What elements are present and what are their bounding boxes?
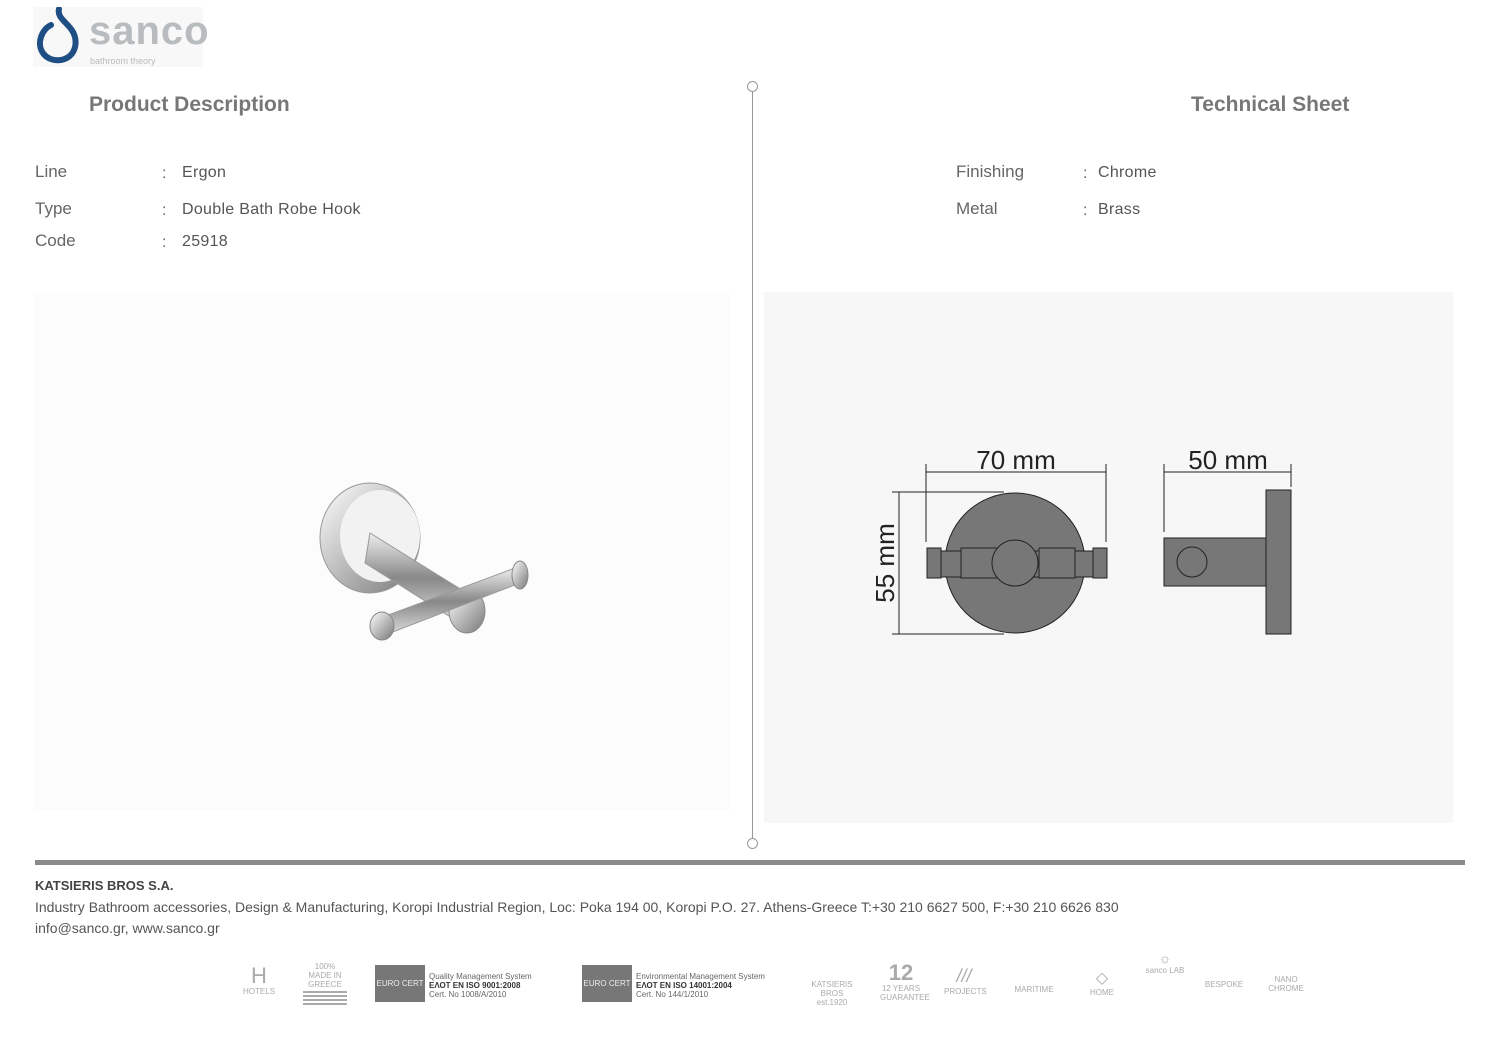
field-label: Finishing bbox=[956, 162, 1025, 181]
bespoke-badge: BESPOKE bbox=[1204, 980, 1244, 989]
height-dimension: 55 mm bbox=[870, 523, 900, 602]
maritime-badge: MARITIME bbox=[1014, 985, 1054, 994]
technical-drawing: 70 mm 50 mm 55 mm bbox=[764, 292, 1453, 823]
separator: : bbox=[162, 202, 167, 219]
field-label: Type bbox=[35, 199, 72, 218]
divider-dot bbox=[747, 838, 758, 849]
water-drop-icon bbox=[37, 7, 79, 64]
home-badge: ◇HOME bbox=[1082, 970, 1122, 997]
dimension-drawing: 70 mm 50 mm 55 mm bbox=[870, 445, 1292, 635]
field-label: Line bbox=[35, 162, 68, 181]
divider-dot bbox=[747, 81, 758, 92]
footer-bar bbox=[35, 860, 1465, 865]
company-contact[interactable]: info@sanco.gr, www.sanco.gr bbox=[35, 920, 220, 936]
sanco-lab-badge: ☼sanco LAB bbox=[1145, 950, 1185, 975]
company-name: KATSIERIS BROS S.A. bbox=[35, 878, 174, 893]
divider-line bbox=[752, 86, 753, 843]
field-value-type: Double Bath Robe Hook bbox=[182, 201, 361, 218]
separator: : bbox=[1083, 202, 1088, 219]
robe-hook-image bbox=[319, 482, 529, 641]
sanco-logo: sanco bathroom theory bbox=[33, 7, 209, 67]
width-dimension: 70 mm bbox=[976, 445, 1055, 475]
brand-name: sanco bbox=[89, 9, 210, 53]
projects-badge: ///PROJECTS bbox=[944, 966, 987, 996]
product-photo bbox=[35, 293, 730, 810]
home-icon: ◇ bbox=[1095, 970, 1109, 987]
eurocert-logo: EURO CERT bbox=[582, 965, 632, 1002]
made-in-greece-badge: 100% MADE IN GREECE bbox=[303, 962, 347, 1005]
depth-dimension: 50 mm bbox=[1188, 445, 1267, 475]
field-value-finishing: Chrome bbox=[1098, 164, 1157, 181]
brand-tagline: bathroom theory bbox=[90, 56, 156, 66]
separator: : bbox=[162, 165, 167, 182]
product-description-title: Product Description bbox=[89, 93, 290, 116]
company-address: Industry Bathroom accessories, Design & … bbox=[35, 899, 1119, 915]
field-label: Code bbox=[35, 231, 76, 250]
sun-icon: ☼ bbox=[1158, 950, 1172, 966]
nano-chrome-badge: NANO CHROME bbox=[1268, 975, 1304, 993]
separator: : bbox=[162, 234, 167, 251]
field-value-code: 25918 bbox=[182, 233, 228, 250]
katsieris-badge: KATSIERIS BROS est.1920 bbox=[811, 980, 853, 1007]
eurocert-logo: EURO CERT bbox=[375, 965, 425, 1002]
field-value-metal: Brass bbox=[1098, 201, 1141, 218]
field-label: Metal bbox=[956, 199, 998, 218]
separator: : bbox=[1083, 165, 1088, 182]
field-value-line: Ergon bbox=[182, 164, 227, 181]
technical-sheet-title: Technical Sheet bbox=[1191, 93, 1350, 116]
